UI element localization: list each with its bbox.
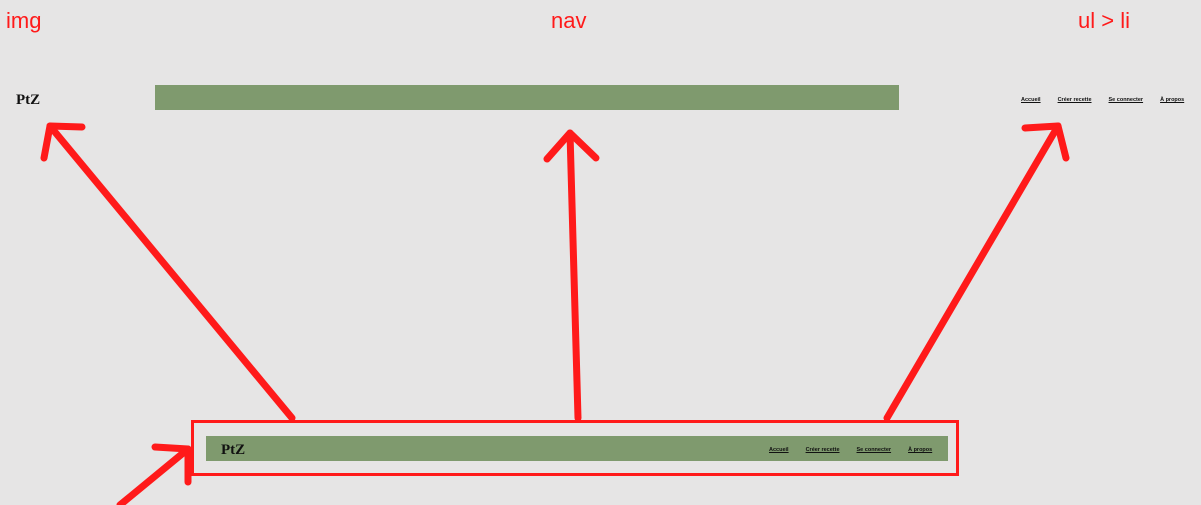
arrow-to-img — [46, 122, 296, 422]
menu-item-accueil[interactable]: Accueil — [769, 447, 789, 453]
menu-item-a-propos[interactable]: À propos — [908, 447, 933, 453]
menu-item-creer-recette[interactable]: Créer recette — [1057, 97, 1092, 103]
arrow-to-ul-li-head — [1021, 122, 1070, 162]
nav-annotation-label: nav — [551, 8, 587, 33]
composed-header-bar — [206, 436, 948, 461]
menu-list-composed: Accueil Créer recette Se connecter À pro… — [769, 447, 932, 453]
menu-item-creer-recette[interactable]: Créer recette — [805, 447, 840, 453]
arrow-to-nav-head — [543, 129, 600, 163]
ul-li-annotation-label: ul > li — [1078, 8, 1130, 33]
menu-list-exploded: Accueil Créer recette Se connecter À pro… — [1021, 97, 1184, 103]
logo-image-composed[interactable]: PtZ — [221, 442, 246, 458]
arrow-to-img-head — [40, 122, 86, 162]
arrow-to-header — [116, 445, 192, 505]
menu-item-se-connecter[interactable]: Se connecter — [856, 447, 892, 453]
img-annotation-label: img — [6, 8, 42, 33]
menu-item-se-connecter[interactable]: Se connecter — [1108, 97, 1144, 103]
logo-image-exploded: PtZ — [16, 92, 41, 108]
nav-bar-exploded — [155, 85, 899, 110]
arrow-to-header-head — [151, 443, 192, 486]
header-highlight-box — [191, 420, 959, 476]
menu-item-a-propos[interactable]: À propos — [1160, 97, 1185, 103]
menu-item-accueil[interactable]: Accueil — [1021, 97, 1041, 103]
arrow-to-nav — [566, 129, 582, 422]
arrow-to-ul-li — [883, 122, 1062, 422]
